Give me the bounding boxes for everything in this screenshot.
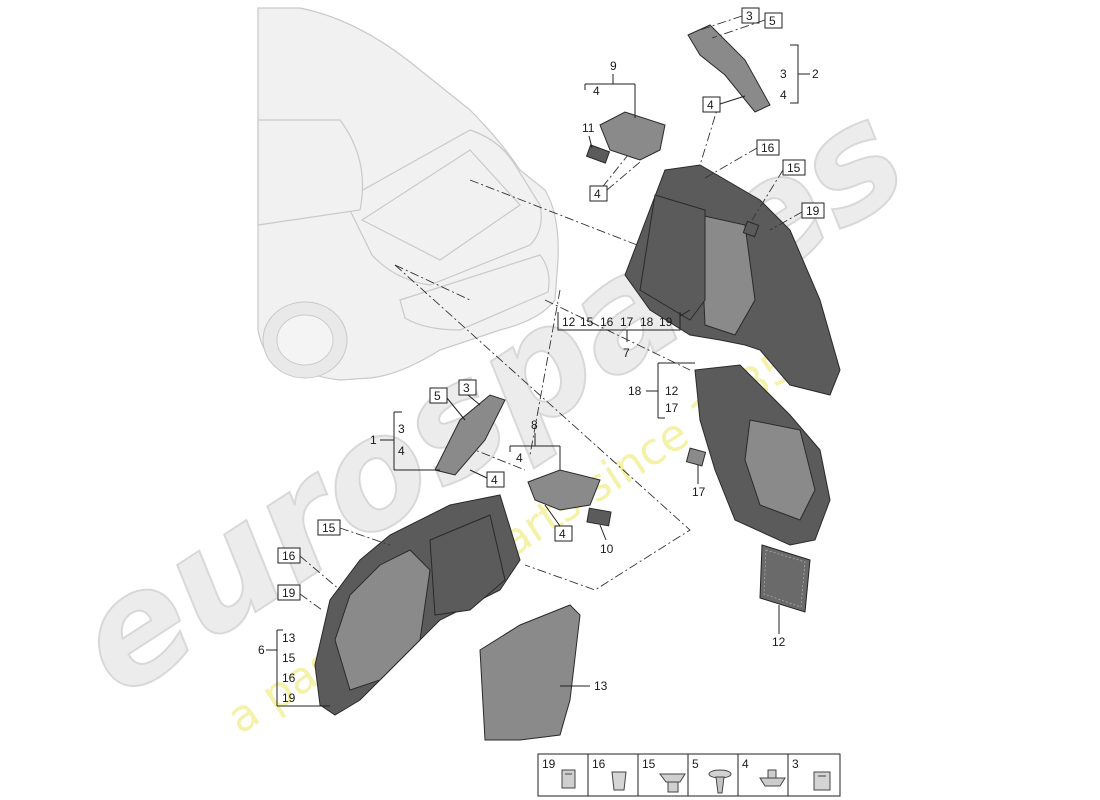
callout-1: 1 — [370, 433, 377, 447]
callout-12: 12 — [562, 315, 576, 329]
callouts: 3 5 3 4 2 4 9 4 11 4 16 15 19 12 15 — [258, 7, 825, 707]
legend-label: 19 — [542, 757, 556, 771]
callout-7: 7 — [623, 346, 630, 360]
callout-18: 18 — [628, 384, 642, 398]
part-clip-11 — [585, 144, 611, 164]
callout-12: 12 — [665, 384, 679, 398]
callout-6: 6 — [258, 643, 265, 657]
callout-4: 4 — [559, 527, 566, 541]
callout-3: 3 — [780, 67, 787, 81]
callout-12: 12 — [772, 635, 786, 649]
callout-15: 15 — [580, 315, 594, 329]
callout-4: 4 — [398, 444, 405, 458]
clip-icon — [759, 769, 786, 787]
callout-19: 19 — [659, 315, 673, 329]
callout-4: 4 — [594, 187, 601, 201]
legend-label: 3 — [792, 757, 799, 771]
part-bracket-8 — [527, 469, 612, 527]
part-clip-17 — [685, 447, 707, 467]
clip-icon — [813, 771, 831, 791]
callout-17: 17 — [692, 485, 706, 499]
callout-10: 10 — [600, 542, 614, 556]
callout-18: 18 — [640, 315, 654, 329]
part-side-trim-left — [314, 494, 521, 716]
callout-4: 4 — [707, 98, 714, 112]
part-net-12 — [759, 544, 811, 613]
legend-label: 4 — [742, 757, 749, 771]
callout-15: 15 — [322, 521, 336, 535]
callout-17: 17 — [620, 315, 634, 329]
clip-icon — [659, 773, 686, 793]
legend-cell-19: 19 — [542, 757, 576, 789]
legend-label: 15 — [642, 757, 656, 771]
legend-cell-16: 16 — [592, 757, 627, 791]
callout-3: 3 — [746, 9, 753, 23]
callout-19: 19 — [282, 586, 296, 600]
fastener-legend: 19 16 15 5 4 3 — [537, 753, 841, 797]
part-lower-trim-right — [685, 364, 831, 546]
legend-cell-15: 15 — [642, 757, 686, 793]
callout-group-7: 12 15 16 17 18 19 — [562, 315, 673, 329]
legend-label: 5 — [692, 757, 699, 771]
callout-4: 4 — [780, 88, 787, 102]
callout-4: 4 — [491, 473, 498, 487]
callout-5: 5 — [769, 14, 776, 28]
callout-4: 4 — [593, 84, 600, 98]
callout-3: 3 — [398, 422, 405, 436]
part-c-pillar-trim-left — [434, 394, 506, 476]
callout-2: 2 — [812, 67, 819, 81]
callout-16: 16 — [282, 671, 296, 685]
callout-15: 15 — [787, 161, 801, 175]
callout-19: 19 — [282, 691, 296, 705]
callout-4: 4 — [516, 451, 523, 465]
clip-icon — [611, 771, 627, 791]
legend-label: 16 — [592, 757, 606, 771]
legend-cell-3: 3 — [792, 757, 831, 791]
callout-17: 17 — [665, 401, 679, 415]
part-clip-15-right — [742, 220, 760, 238]
part-bracket-9 — [585, 111, 666, 164]
callout-16: 16 — [600, 315, 614, 329]
callout-5: 5 — [434, 389, 441, 403]
callout-11: 11 — [582, 121, 595, 135]
callout-13: 13 — [282, 631, 296, 645]
callout-3: 3 — [463, 381, 470, 395]
callout-16: 16 — [761, 141, 775, 155]
callout-19: 19 — [806, 204, 820, 218]
callout-8: 8 — [531, 418, 538, 432]
callout-16: 16 — [282, 549, 296, 563]
vehicle-outline — [257, 7, 559, 381]
callout-15: 15 — [282, 651, 296, 665]
part-c-pillar-trim-right — [687, 24, 771, 113]
legend-cell-4: 4 — [742, 757, 786, 787]
part-trim-panel-13 — [479, 604, 581, 741]
clip-icon — [561, 769, 576, 789]
part-side-trim-right — [624, 164, 841, 396]
part-clip-10 — [586, 507, 612, 527]
callout-9: 9 — [610, 59, 617, 73]
legend-cell-5: 5 — [692, 757, 732, 794]
callout-13: 13 — [594, 679, 608, 693]
